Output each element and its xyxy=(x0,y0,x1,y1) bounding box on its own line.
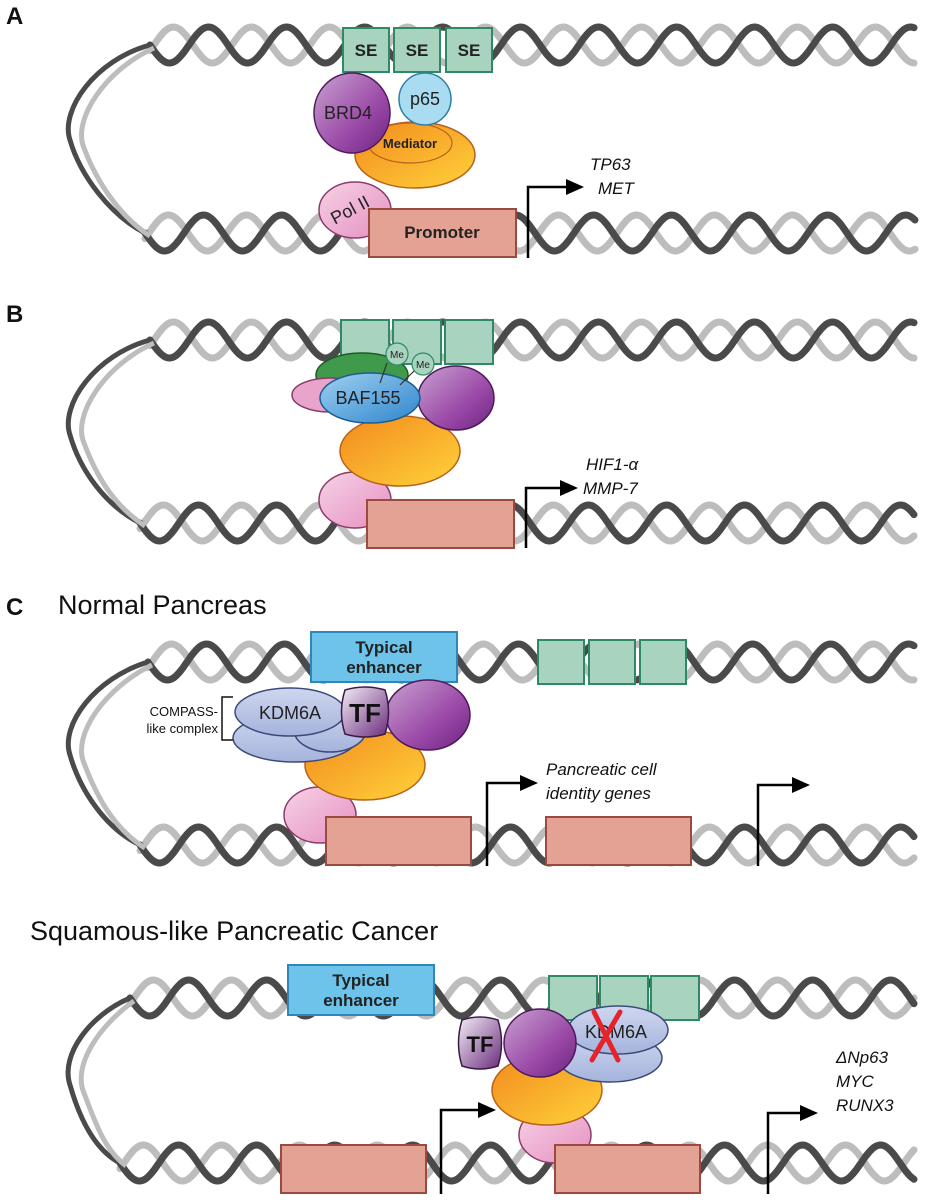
tf-normal: TF xyxy=(340,686,390,738)
tf-cancer: TF xyxy=(457,1016,503,1070)
panel-letter-c: C xyxy=(6,594,23,621)
gene-pancreatic-line1: Pancreatic cell xyxy=(546,760,658,779)
dna-loop-a xyxy=(65,42,151,236)
baf155-label: BAF155 xyxy=(335,388,400,408)
enhancer-label-line2-normal: enhancer xyxy=(346,658,422,677)
promoter-a: Promoter xyxy=(368,208,517,258)
panel-b: B BAF155 xyxy=(6,301,918,549)
tss-arrow-b xyxy=(524,480,578,548)
gene-pancreatic-line2: identity genes xyxy=(546,784,651,803)
se-label-1: SE xyxy=(355,41,378,60)
dna-loop-b xyxy=(65,337,151,526)
dna-helix-bottom-a xyxy=(141,211,919,255)
panel-c-cancer: Squamous-like Pancreatic Cancer Typical … xyxy=(30,916,918,1194)
typical-enhancer-cancer: Typical enhancer xyxy=(287,964,435,1016)
gene-myc: MYC xyxy=(836,1072,875,1091)
dna-helix-top-a xyxy=(146,23,918,67)
dna-helix-bottom-normal xyxy=(136,823,918,867)
gene-tp63: TP63 xyxy=(590,155,631,174)
mediator-a: Mediator xyxy=(354,121,476,189)
mediator-label: Mediator xyxy=(383,136,437,151)
methyl-marks-b: Me Me xyxy=(379,342,435,386)
gene-runx3: RUNX3 xyxy=(836,1096,894,1115)
se-label-2: SE xyxy=(406,41,429,60)
dna-loop-cancer xyxy=(65,995,131,1166)
kdm6a-label-cancer: KDM6A xyxy=(585,1022,647,1042)
super-enhancer-boxes-a: SE SE SE xyxy=(342,27,493,73)
brd4-a: BRD4 xyxy=(313,72,391,154)
tss-arrow-normal-1 xyxy=(485,775,538,866)
enhancer-label-line2-cancer: enhancer xyxy=(323,991,399,1010)
kdm6a-label-normal: KDM6A xyxy=(259,703,321,723)
p65-label: p65 xyxy=(410,89,440,109)
me-label-2: Me xyxy=(416,360,430,371)
compass-bracket: COMPASS- like complex xyxy=(146,696,233,741)
tss-arrow-cancer-1 xyxy=(439,1102,496,1194)
compass-label-line1: COMPASS- xyxy=(150,704,218,719)
se-boxes-normal xyxy=(537,639,687,685)
panel-letter-a: A xyxy=(6,3,23,30)
dna-helix-bottom-cancer xyxy=(116,1141,918,1185)
enhancer-label-line1-normal: Typical xyxy=(355,638,412,657)
dna-loop-normal xyxy=(65,659,149,848)
enhancer-label-line1-cancer: Typical xyxy=(332,971,389,990)
compass-complex-normal: KDM6A xyxy=(232,687,367,763)
gene-met: MET xyxy=(598,179,636,198)
promoters-cancer xyxy=(280,1144,701,1194)
panel-a: A SE SE SE Pol II Mediator BRD4 p65 xyxy=(6,3,919,258)
p65-a: p65 xyxy=(398,72,452,126)
kdm6a-complex-cancer: KDM6A xyxy=(557,1005,669,1083)
heading-squamous-cancer: Squamous-like Pancreatic Cancer xyxy=(30,916,438,946)
promoters-normal xyxy=(325,816,692,866)
brd4-cancer xyxy=(503,1008,577,1078)
typical-enhancer-normal: Typical enhancer xyxy=(310,631,458,683)
brd4-label: BRD4 xyxy=(324,103,372,123)
gene-dnp63: ΔNp63 xyxy=(835,1048,889,1067)
tss-arrow-normal-2 xyxy=(756,777,810,866)
gene-mmp7: MMP-7 xyxy=(583,479,638,498)
brd4-b xyxy=(417,365,495,431)
heading-normal-pancreas: Normal Pancreas xyxy=(58,590,267,620)
dna-helix-top-normal xyxy=(144,640,918,684)
tf-label-cancer: TF xyxy=(467,1032,494,1057)
tss-arrow-a xyxy=(526,179,584,258)
tss-arrow-cancer-2 xyxy=(766,1105,818,1194)
brd4-normal xyxy=(385,679,471,751)
me-label-1: Me xyxy=(390,350,404,361)
promoter-label: Promoter xyxy=(404,223,480,242)
knockout-x-icon xyxy=(589,1009,623,1063)
se-label-3: SE xyxy=(458,41,481,60)
promoter-b xyxy=(366,499,515,549)
compass-label-line2: like complex xyxy=(146,721,218,736)
dna-helix-top-cancer xyxy=(126,976,918,1020)
panel-c-normal: C Normal Pancreas Typical enhancer xyxy=(6,590,918,867)
gene-hif1a: HIF1-α xyxy=(586,455,640,474)
tf-label-normal: TF xyxy=(349,698,381,728)
dna-helix-top-b xyxy=(146,318,918,362)
panel-letter-b: B xyxy=(6,301,23,328)
baf155-b: BAF155 xyxy=(319,372,421,424)
